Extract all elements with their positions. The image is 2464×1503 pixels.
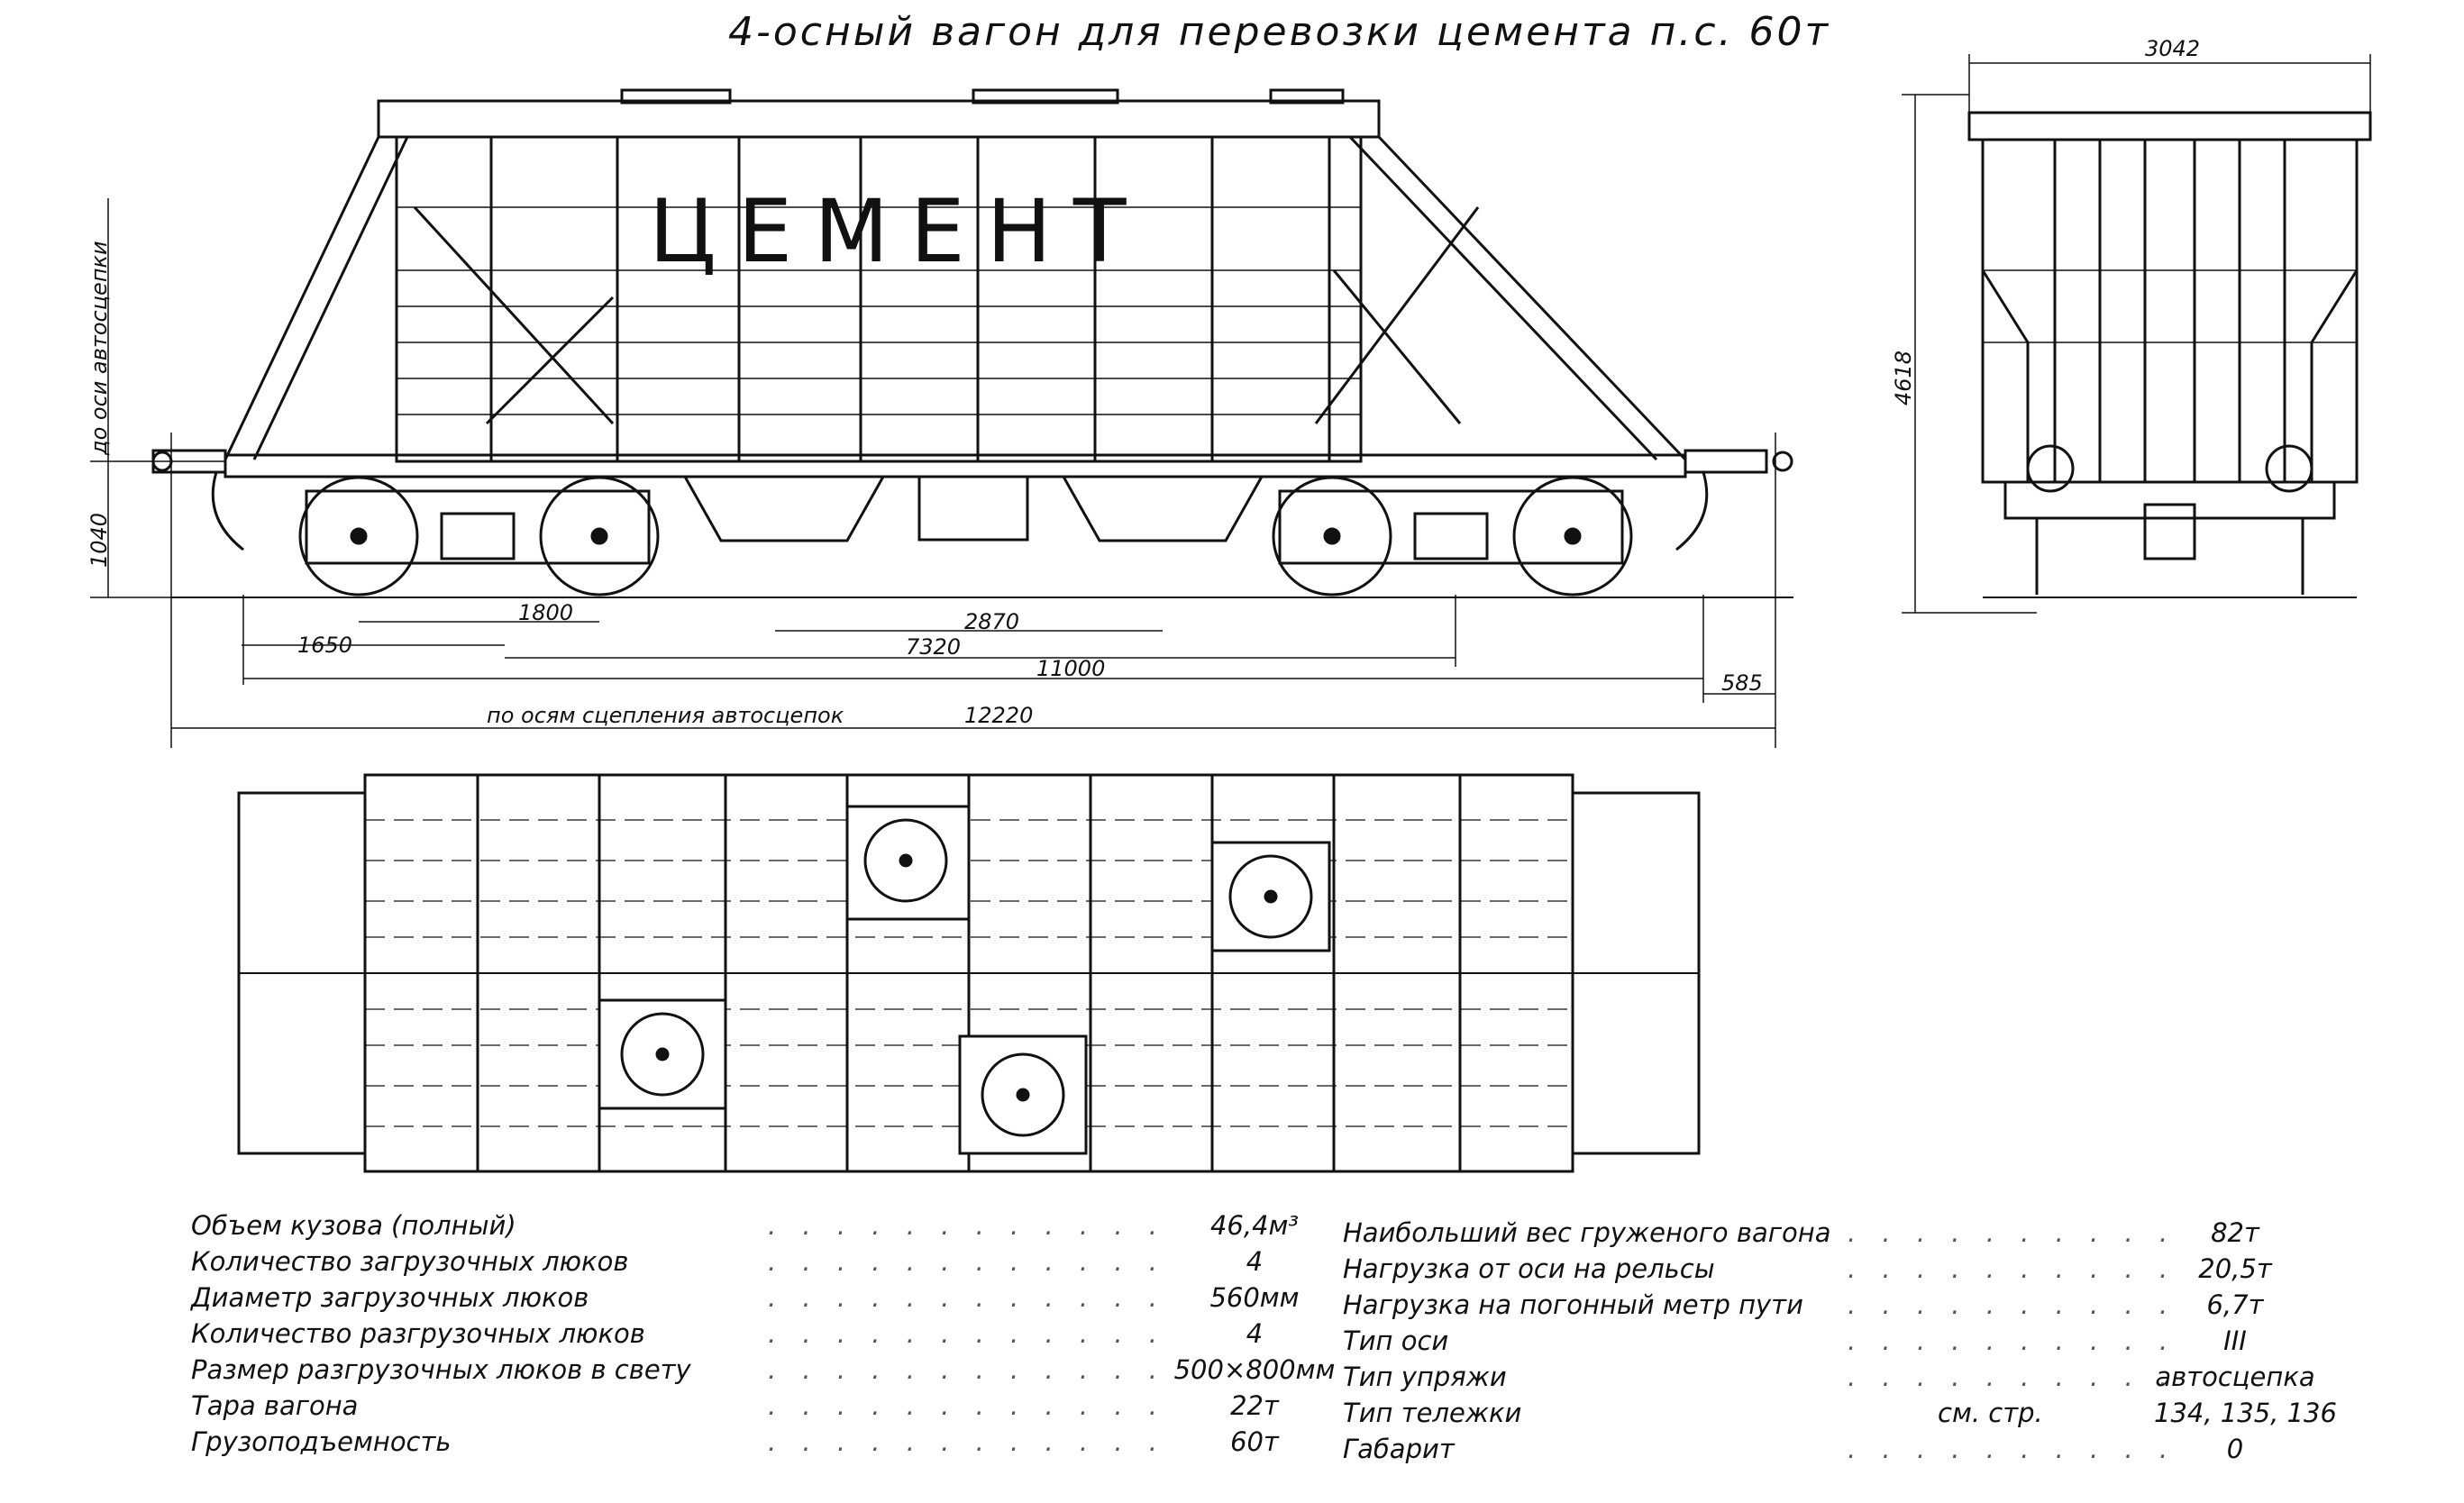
spec-label: Габарит <box>1343 1434 1455 1464</box>
end-frame-left <box>224 136 380 460</box>
end-dimensions <box>1902 54 2371 614</box>
spec-ref: см. стр. <box>1938 1398 2043 1428</box>
dim-3042: 3042 <box>2145 36 2200 61</box>
dim-1800: 1800 <box>518 600 573 625</box>
dim-total: 12220 <box>964 703 1033 728</box>
brace-right <box>1314 206 1480 424</box>
roof <box>377 99 1381 139</box>
hopper-1 <box>682 475 886 542</box>
loading-hatch-3 <box>598 998 727 1110</box>
coupler-left <box>151 449 244 551</box>
spec-row: Нагрузка от оси на рельсы . . . . . . . … <box>1343 1251 2298 1287</box>
dim-7320: 7320 <box>906 634 961 660</box>
spec-label: Тип упряжи <box>1343 1362 1507 1392</box>
dim-4618: 4618 <box>1891 351 1916 405</box>
drawing-title: 4-осный вагон для перевозки цемента п.с.… <box>728 9 1830 55</box>
spec-row: Габарит . . . . . . . . . . 0 <box>1343 1431 2298 1467</box>
spec-label: Нагрузка на погонный метр пути <box>1343 1289 1803 1320</box>
roof-hatch-1 <box>620 88 732 105</box>
end-body <box>1981 138 2359 484</box>
center-sill <box>224 453 1687 478</box>
plan-view <box>237 773 1701 1173</box>
spec-value: 6,7т <box>2206 1289 2264 1320</box>
spec-label: Наибольший вес груженого вагона <box>1343 1217 1831 1248</box>
spec-value: 60т <box>1230 1426 1279 1457</box>
hopper-2 <box>1061 475 1264 542</box>
loading-hatch-1 <box>845 805 971 921</box>
spec-value: автосцепка <box>2155 1362 2315 1392</box>
spec-row: Тип упряжи . . . . . . . . . . автосцепк… <box>1343 1359 2315 1395</box>
spec-value: 46,4м³ <box>1209 1210 1300 1241</box>
spec-value: 134, 135, 136 <box>2154 1398 2337 1428</box>
dim-2870: 2870 <box>964 609 1019 634</box>
body-lettering: ЦЕМЕНТ <box>649 181 1148 282</box>
spec-row: Тип оси . . . . . . . . . . III <box>1343 1323 2298 1359</box>
side-dimensions <box>90 198 1776 748</box>
specs-left: Объем кузова (полный) . . . . . . . . . … <box>191 1207 1335 1460</box>
spec-row: Объем кузова (полный) . . . . . . . . . … <box>191 1207 1299 1243</box>
end-wheel-right <box>2265 444 2313 493</box>
dim-1040: 1040 <box>87 513 112 568</box>
spec-row: Наибольший вес груженого вагона . . . . … <box>1343 1215 2298 1251</box>
spec-label: Нагрузка от оси на рельсы <box>1343 1253 1715 1284</box>
spec-row: Тара вагона . . . . . . . . . . . . 22т <box>191 1388 1279 1424</box>
car-body <box>395 135 1363 463</box>
spec-row: Диаметр загрузочных люков . . . . . . . … <box>191 1280 1300 1316</box>
dim-585: 585 <box>1721 670 1763 696</box>
spec-row: Тип тележки см. стр. 134, 135, 136 <box>1343 1395 2337 1431</box>
coupler-right <box>1675 449 1793 551</box>
end-view <box>1967 111 2372 598</box>
spec-value: 22т <box>1230 1390 1279 1421</box>
spec-label: Количество разгрузочных люков <box>191 1318 645 1349</box>
dim-1040-label: до оси автосцепки <box>87 241 112 456</box>
spec-label: Диаметр загрузочных люков <box>191 1282 589 1313</box>
spec-value: 4 <box>1246 1318 1264 1349</box>
spec-row: Грузоподъемность . . . . . . . . . . . .… <box>191 1424 1279 1460</box>
spec-label: Количество загрузочных люков <box>191 1246 629 1277</box>
body-posts <box>489 137 1331 461</box>
roof-hatch-2 <box>972 88 1119 105</box>
end-roof <box>1967 111 2372 141</box>
spec-row: Количество разгрузочных люков . . . . . … <box>191 1316 1263 1352</box>
spec-label: Тара вагона <box>191 1390 359 1421</box>
bogie-left <box>298 476 660 597</box>
spec-value: 82т <box>2211 1217 2259 1248</box>
spec-row: Количество загрузочных люков . . . . . .… <box>191 1243 1263 1280</box>
spec-label: Тип тележки <box>1343 1398 1522 1428</box>
spec-value: 4 <box>1246 1246 1264 1277</box>
body-panel-lines <box>397 206 1361 415</box>
end-frame <box>2003 480 2336 520</box>
loading-hatch-2 <box>1210 841 1331 952</box>
spec-value: 20,5т <box>2198 1253 2272 1284</box>
dim-11000: 11000 <box>1036 656 1105 681</box>
brace-left <box>413 205 615 425</box>
spec-label: Грузоподъемность <box>191 1426 452 1457</box>
spec-label: Размер разгрузочных люков в свету <box>191 1354 691 1385</box>
specs-right: Наибольший вес груженого вагона . . . . … <box>1343 1215 2337 1467</box>
spec-label: Тип оси <box>1343 1325 1449 1356</box>
spec-label: Объем кузова (полный) <box>191 1210 516 1241</box>
end-wheel-left <box>2026 444 2075 493</box>
spec-row: Нагрузка на погонный метр пути . . . . .… <box>1343 1287 2298 1323</box>
spec-value: 0 <box>2226 1434 2244 1464</box>
end-frame-right <box>1377 135 1687 461</box>
center-frame <box>917 475 1029 542</box>
spec-row: Размер разгрузочных люков в свету . . . … <box>191 1352 1335 1388</box>
loading-hatch-4 <box>958 1034 1088 1155</box>
spec-value: III <box>2223 1325 2247 1356</box>
dim-1650: 1650 <box>297 633 352 658</box>
dim-total-label: по осям сцепления автосцепок <box>487 703 844 728</box>
side-view: ЦЕМЕНТ <box>151 88 1793 598</box>
spec-value: 500×800мм <box>1173 1354 1336 1385</box>
roof-hatch-3 <box>1269 88 1345 105</box>
spec-value: 560мм <box>1209 1282 1300 1313</box>
bogie-right <box>1272 476 1633 597</box>
